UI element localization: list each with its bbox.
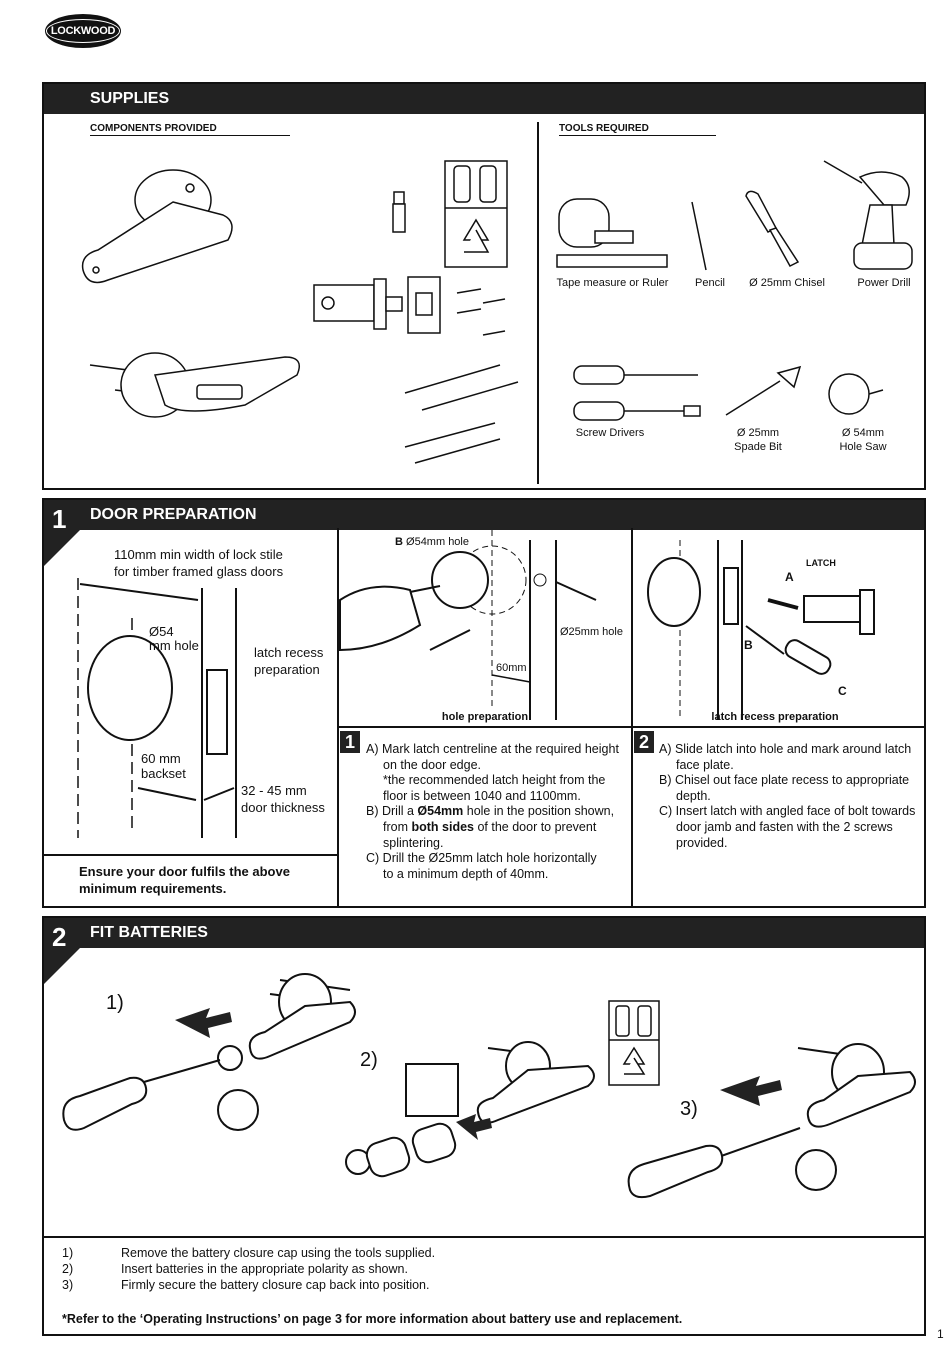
pencil-icon <box>691 201 707 271</box>
latch-recess-diagram <box>647 540 875 720</box>
battery-instruction-2: 2)Insert batteries in the appropriate po… <box>62 1262 408 1276</box>
step-2-instructions: A) Slide latch into hole and mark around… <box>659 742 916 850</box>
power-drill-icon <box>823 160 913 270</box>
tools-heading: TOOLS REQUIRED <box>559 123 716 136</box>
battery-instruction-1: 1)Remove the battery closure cap using t… <box>62 1246 436 1260</box>
door-diagram <box>77 578 237 838</box>
screw-plug-icon <box>392 191 406 233</box>
section-number-1: 1 <box>52 504 67 534</box>
remove-cap-diagram <box>62 973 356 1131</box>
lever-handle-outer-icon <box>81 169 233 284</box>
battery-step-label-2: 2) <box>360 1049 378 1071</box>
battery-instructions: 1)Remove the battery closure cap using t… <box>62 1245 762 1293</box>
tool-label-pencil: Pencil <box>695 277 725 289</box>
latch-label: LATCH <box>806 558 836 568</box>
hole-prep-diagram <box>339 530 597 720</box>
latch-assembly-icon <box>313 276 441 334</box>
lever-handle-keypad-icon <box>89 352 300 418</box>
tool-label-drill: Power Drill <box>857 277 911 289</box>
door-prep-panel: 1 DOOR PREPARATION <box>42 498 926 908</box>
hole-prep-caption: hole preparation <box>441 711 529 723</box>
insert-batteries-diagram <box>345 1041 595 1178</box>
hole-saw-icon <box>828 373 884 415</box>
tool-label-chisel: Ø 25mm Chisel <box>749 277 825 289</box>
supplies-title: SUPPLIES <box>90 90 170 107</box>
tool-label-screwdrivers: Screw Drivers <box>575 427 645 439</box>
batteries-panel: 2 FIT BATTERIES <box>42 916 926 1336</box>
latch-b-label: B <box>744 638 753 652</box>
screws-small-icon <box>456 288 506 336</box>
tape-measure-icon <box>556 198 668 268</box>
section-number-2: 2 <box>52 922 67 952</box>
depth-label: 60mm <box>496 662 527 674</box>
batteries-recycle-small-icon <box>608 1000 660 1086</box>
hole-b-label: B Ø54mm hole <box>395 536 469 548</box>
battery-step-label-3: 3) <box>680 1098 698 1120</box>
chisel-icon <box>745 190 800 267</box>
components-heading: COMPONENTS PROVIDED <box>90 123 290 136</box>
batteries-title: FIT BATTERIES <box>90 924 208 941</box>
latch-c-label: C <box>838 684 847 698</box>
screwdriver-icon <box>573 365 701 421</box>
latch-prep-caption: latch recess preparation <box>711 711 839 723</box>
step-number-1: 1 <box>340 731 360 753</box>
supplies-divider <box>537 122 539 484</box>
lockwood-logo: LOCKWOOD <box>45 14 121 48</box>
step-1-instructions: A) Mark latch centreline at the required… <box>366 742 619 881</box>
secure-cap-diagram <box>627 1043 916 1199</box>
small-hole-label: Ø25mm hole <box>560 626 623 638</box>
tool-label-tape: Tape measure or Ruler <box>556 277 669 289</box>
long-bolts-icon <box>404 364 519 464</box>
batteries-header: 2 FIT BATTERIES <box>44 918 924 952</box>
latch-a-label: A <box>785 570 794 584</box>
supplies-panel: SUPPLIES <box>42 82 926 490</box>
battery-instruction-3: 3)Firmly secure the battery closure cap … <box>62 1278 430 1292</box>
page-number: 1 <box>937 1327 944 1341</box>
spade-bit-icon <box>725 365 802 416</box>
step-number-2: 2 <box>634 731 654 753</box>
supplies-header: SUPPLIES <box>44 84 924 114</box>
door-prep-header: 1 DOOR PREPARATION <box>44 500 924 534</box>
battery-step-label-1: 1) <box>106 992 124 1014</box>
battery-note: *Refer to the ‘Operating Instructions’ o… <box>62 1312 683 1326</box>
door-prep-title: DOOR PREPARATION <box>90 506 257 523</box>
batteries-recycle-icon <box>444 160 508 268</box>
